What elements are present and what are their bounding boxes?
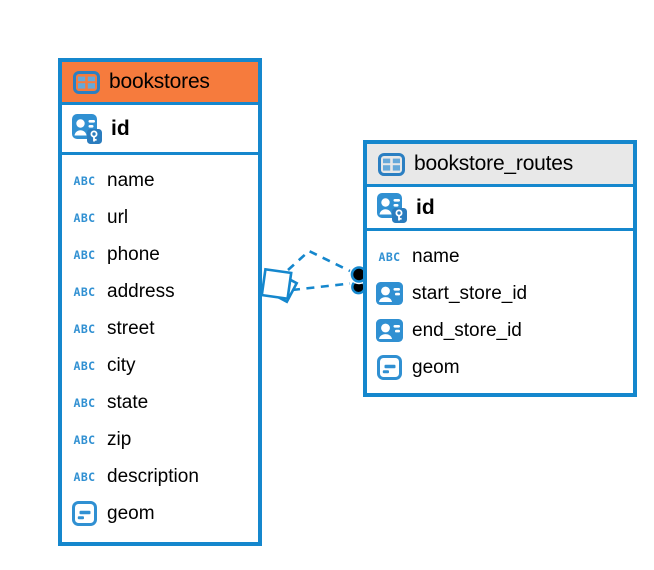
table-header[interactable]: bookstores <box>62 62 258 105</box>
abc-glyph: ABC <box>73 284 96 299</box>
column-name: end_store_id <box>412 319 522 341</box>
column-name: geom <box>412 356 460 378</box>
abc-glyph: ABC <box>73 173 96 188</box>
abc-glyph: ABC <box>73 358 96 373</box>
column-row[interactable]: geom <box>367 349 633 386</box>
table-bookstore-routes[interactable]: bookstore_routes id ABC name start_store_i… <box>363 140 637 397</box>
column-name: start_store_id <box>412 282 528 304</box>
column-name: phone <box>107 243 160 265</box>
text-type-icon: ABC <box>373 250 406 264</box>
column-name: geom <box>107 502 155 524</box>
column-row[interactable]: ABC zip <box>62 421 258 458</box>
column-row[interactable]: ABC name <box>367 238 633 275</box>
relationship-line-upper[interactable] <box>287 249 353 274</box>
foreign-key-icon <box>373 319 406 342</box>
column-row[interactable]: ABC street <box>62 310 258 347</box>
column-name: city <box>107 354 136 376</box>
text-type-icon: ABC <box>68 470 101 484</box>
column-name: zip <box>107 428 132 450</box>
abc-glyph: ABC <box>73 321 96 336</box>
column-row[interactable]: ABC state <box>62 384 258 421</box>
text-type-icon: ABC <box>68 433 101 447</box>
primary-key-name: id <box>111 116 130 140</box>
table-title: bookstore_routes <box>414 152 574 175</box>
foreign-key-icon <box>373 282 406 305</box>
abc-glyph: ABC <box>73 395 96 410</box>
column-name: street <box>107 317 155 339</box>
primary-key-icon <box>70 113 103 144</box>
geometry-type-icon <box>68 501 101 526</box>
abc-glyph: ABC <box>73 247 96 262</box>
abc-glyph: ABC <box>378 249 401 264</box>
stacked-squares-marker[interactable] <box>260 267 299 304</box>
column-name: name <box>107 169 155 191</box>
column-name: description <box>107 465 199 487</box>
relationship-line-lower[interactable] <box>291 282 351 292</box>
table-icon <box>378 152 405 176</box>
text-type-icon: ABC <box>68 248 101 262</box>
column-name: state <box>107 391 149 413</box>
abc-glyph: ABC <box>73 432 96 447</box>
column-row[interactable]: start_store_id <box>367 275 633 312</box>
primary-key-icon <box>375 192 408 223</box>
table-icon <box>73 70 100 94</box>
column-row[interactable]: geom <box>62 495 258 532</box>
column-row[interactable]: ABC address <box>62 273 258 310</box>
column-name: address <box>107 280 175 302</box>
abc-glyph: ABC <box>73 210 96 225</box>
column-name: name <box>412 245 460 267</box>
column-row[interactable]: ABC description <box>62 458 258 495</box>
geometry-type-icon <box>373 355 406 380</box>
column-row[interactable]: ABC name <box>62 162 258 199</box>
text-type-icon: ABC <box>68 285 101 299</box>
column-row[interactable]: end_store_id <box>367 312 633 349</box>
primary-key-row[interactable]: id <box>62 105 258 155</box>
text-type-icon: ABC <box>68 211 101 225</box>
column-row[interactable]: ABC url <box>62 199 258 236</box>
text-type-icon: ABC <box>68 174 101 188</box>
column-row[interactable]: ABC city <box>62 347 258 384</box>
column-name: url <box>107 206 129 228</box>
table-header[interactable]: bookstore_routes <box>367 144 633 187</box>
primary-key-name: id <box>416 195 435 219</box>
primary-key-row[interactable]: id <box>367 187 633 231</box>
text-type-icon: ABC <box>68 322 101 336</box>
text-type-icon: ABC <box>68 396 101 410</box>
abc-glyph: ABC <box>73 469 96 484</box>
table-title: bookstores <box>109 70 210 93</box>
text-type-icon: ABC <box>68 359 101 373</box>
column-row[interactable]: ABC phone <box>62 236 258 273</box>
